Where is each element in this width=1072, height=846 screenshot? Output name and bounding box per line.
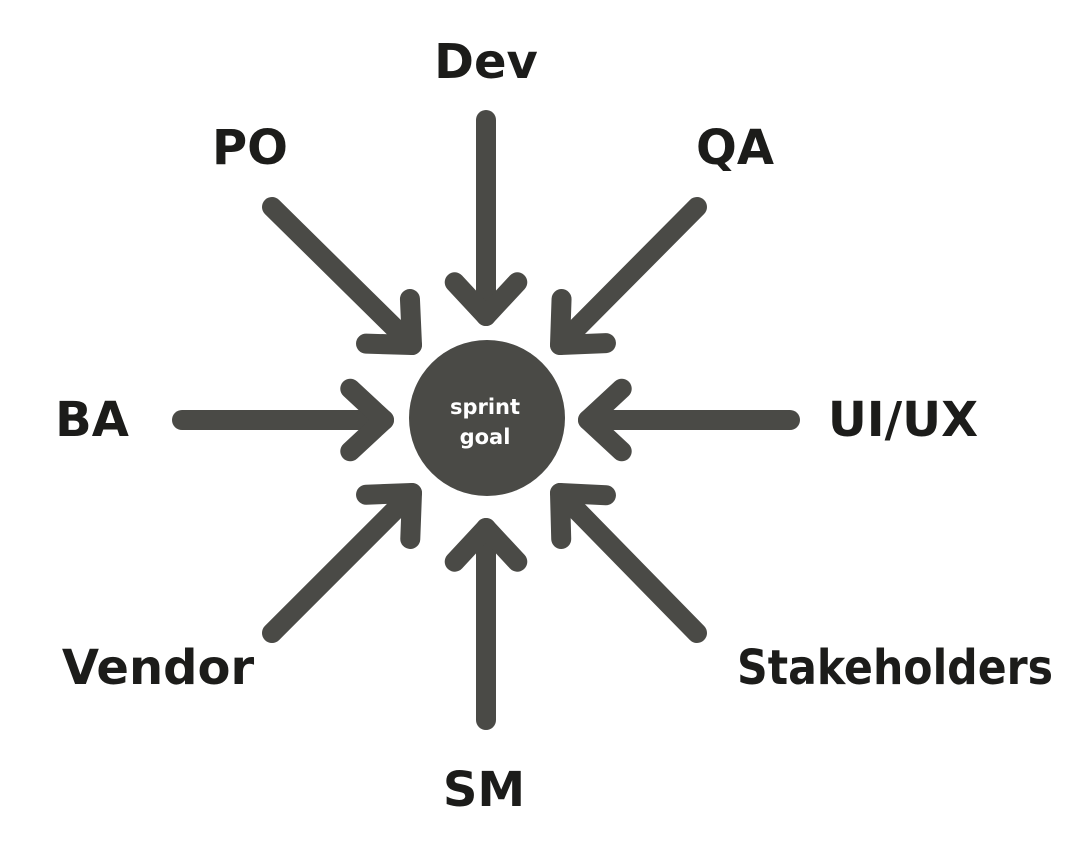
arrow-shaft-po — [262, 197, 422, 355]
arrow-head-sm — [444, 518, 528, 572]
role-label-stakeholders: Stakeholders — [737, 640, 1053, 696]
arrow-shaft-stakeholders — [550, 483, 707, 643]
arrow-dev — [444, 110, 528, 326]
arrows-group — [172, 110, 800, 730]
arrow-head-stakeholders — [550, 483, 616, 549]
role-label-dev: Dev — [434, 34, 538, 90]
role-label-po: PO — [212, 120, 288, 176]
arrow-shaft-vendor — [262, 483, 422, 643]
hub-circle — [409, 340, 565, 496]
arrow-head-uiux — [578, 378, 632, 462]
arrow-head-qa — [550, 289, 616, 355]
arrow-head-po — [356, 289, 422, 355]
arrow-stakeholders — [550, 483, 707, 643]
arrow-uiux — [578, 378, 800, 462]
sprint-goal-hub: sprint goal — [409, 340, 565, 496]
hub-label-line2: goal — [460, 425, 511, 449]
hub-label-line1: sprint — [450, 395, 520, 419]
role-label-ba: BA — [55, 392, 129, 448]
arrow-sm — [444, 518, 528, 730]
arrow-head-vendor — [356, 483, 422, 549]
arrow-po — [262, 197, 422, 355]
role-label-vendor: Vendor — [62, 640, 255, 696]
arrow-ba — [172, 378, 394, 462]
arrow-qa — [550, 197, 707, 355]
arrow-vendor — [262, 483, 422, 643]
role-label-qa: QA — [696, 120, 774, 176]
role-label-uiux: UI/UX — [828, 392, 978, 448]
arrow-head-ba — [340, 378, 394, 462]
arrow-head-dev — [444, 272, 528, 326]
arrow-shaft-qa — [550, 197, 707, 355]
role-label-sm: SM — [443, 762, 525, 818]
